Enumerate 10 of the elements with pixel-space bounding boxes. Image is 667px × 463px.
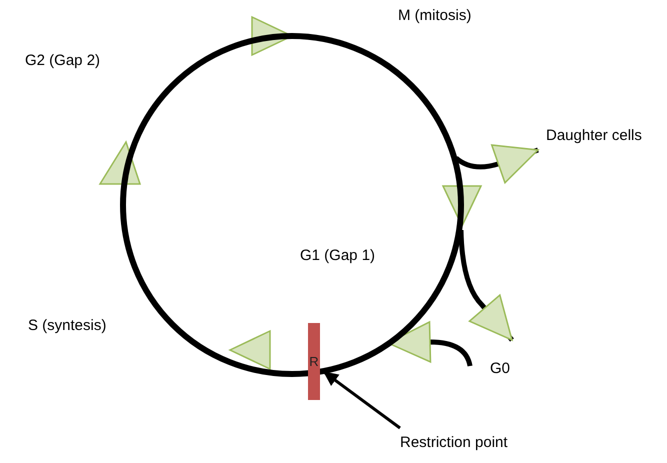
phase-label: G1 (Gap 1) (300, 246, 376, 266)
arrow (458, 230, 514, 342)
phase-label: G0 (490, 358, 520, 380)
phase-label: Daughter cells (546, 125, 656, 147)
phase-label: M (mitosis) (398, 6, 472, 26)
checkpoint-bar: R (308, 323, 320, 400)
arrow (323, 370, 401, 430)
phase-label: Restriction point (400, 432, 540, 454)
phase-label: S (syntesis) (28, 316, 106, 336)
phase-label: G2 (Gap 2) (25, 51, 100, 71)
